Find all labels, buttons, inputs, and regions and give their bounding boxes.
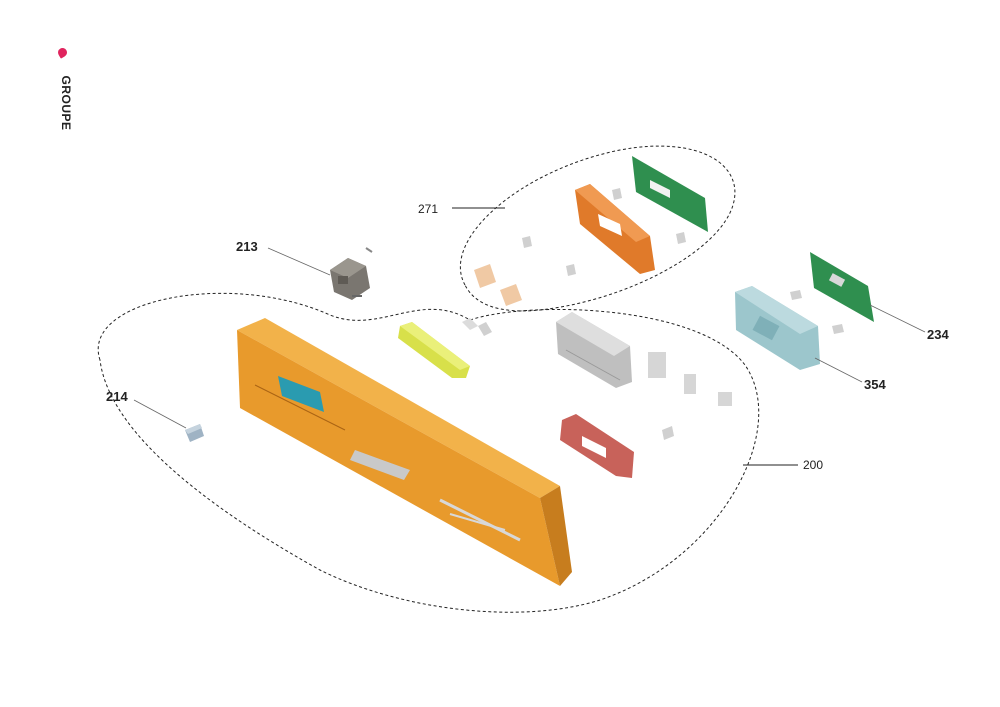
leader-354 <box>814 357 863 383</box>
callout-213: 213 <box>236 239 258 254</box>
callout-200: 200 <box>803 458 823 472</box>
connector-pins <box>648 352 732 440</box>
callout-271: 271 <box>418 202 438 216</box>
assembly-outline-200 <box>97 292 760 613</box>
yellow-light-strip <box>398 322 470 378</box>
leader-234 <box>869 304 926 333</box>
leader-214 <box>133 399 187 429</box>
front-control-panel <box>237 318 572 586</box>
callout-234: 234 <box>927 327 949 342</box>
part-234-circuit-board <box>810 252 874 322</box>
red-mounting-bracket <box>560 414 634 478</box>
part-354-housing <box>735 286 844 370</box>
part-271-control-module <box>522 156 708 276</box>
clip-parts <box>462 264 522 336</box>
callout-354: 354 <box>864 377 886 392</box>
leader-213 <box>267 247 331 276</box>
gray-electronics-housing <box>556 312 632 388</box>
callout-214: 214 <box>106 389 128 404</box>
display-window <box>278 376 324 412</box>
part-214-knob <box>185 424 204 442</box>
part-213-door-lock <box>330 247 373 300</box>
